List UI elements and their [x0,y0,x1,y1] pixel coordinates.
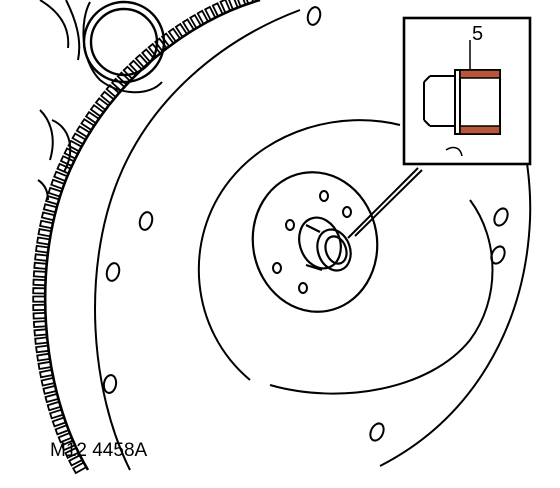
gear-tooth [174,22,188,38]
inset-bush-top [459,69,501,79]
gear-tooth [32,287,46,295]
gear-tooth [51,416,67,428]
gear-tooth [89,103,105,118]
bolt-hole [285,219,295,231]
inset-frame [402,16,532,166]
gear-tooth [32,303,46,312]
gear-tooth [33,328,47,337]
gear-tooth [56,162,71,175]
figure-reference-code: M12 4458A [50,440,148,461]
callout-leader [347,167,423,239]
gear-tooth [154,37,168,52]
gear-tooth [59,155,75,167]
drive-plate-mid-ring [197,119,494,395]
bolt-hole [272,262,282,274]
gear-tooth [40,377,55,387]
gear-tooth [141,48,155,63]
gear-tooth [32,295,46,303]
gear-tooth [37,228,52,238]
gear-tooth [33,261,47,270]
gear-tooth [147,42,161,58]
gear-tooth [36,236,50,246]
gear-tooth [67,454,83,467]
gear-tooth [34,253,48,262]
gear-tooth [34,336,48,345]
gear-tooth [189,13,202,29]
gear-tooth [71,132,87,145]
gear-tooth [67,139,83,153]
drive-plate-outer-edge [43,0,261,471]
spigot-bush [298,216,352,272]
gear-tooth [32,278,46,287]
gear-tooth [105,84,120,98]
gear-tooth [40,211,55,222]
gear-tooth [80,117,95,131]
gear-tooth [167,27,181,43]
gear-tooth [34,244,49,254]
ring-gear-teeth [32,0,255,475]
gear-tooth [42,385,57,395]
gear-tooth [42,203,58,214]
gear-tooth [47,186,62,198]
drive-plate-holes [102,6,509,442]
gear-tooth [128,59,143,74]
gear-tooth [71,461,87,475]
gear-tooth [134,53,149,69]
gear-tooth [160,32,175,47]
plate-hole [102,374,118,394]
plate-hole [138,211,154,231]
gear-tooth [48,408,64,420]
gear-tooth [99,90,115,105]
gear-tooth [44,393,59,404]
gear-tooth [53,170,68,182]
crank-bolt-holes [272,190,352,294]
gear-tooth [36,352,51,362]
gear-tooth [63,147,79,160]
gear-tooth [94,97,110,111]
bolt-hole [298,282,308,294]
callout-number: 5 [472,23,483,45]
gear-tooth [32,312,46,320]
gear-tooth [110,77,126,92]
gear-tooth [32,270,47,278]
gear-tooth [60,439,76,452]
gear-tooth [35,344,49,354]
plate-hole [490,245,506,265]
hub-plate [251,171,379,313]
gear-tooth [84,110,100,124]
inset-bush-bottom [459,125,501,135]
gear-tooth [64,447,79,460]
gear-tooth [211,2,224,17]
gear-tooth [38,369,53,379]
gear-tooth [196,9,209,25]
gear-tooth [39,219,54,230]
plate-hole [493,207,509,227]
gear-tooth [181,18,195,33]
gear-tooth [50,178,65,190]
bolt-hole [319,190,329,202]
plate-hole [306,6,322,26]
detail-inset: 5 [402,16,532,166]
gear-tooth [32,320,47,328]
gear-tooth [57,432,73,444]
plate-hole [105,262,121,282]
gear-tooth [122,65,137,80]
gear-tooth [46,400,61,412]
engine-block-outline [37,0,163,201]
gear-tooth [237,0,247,7]
gear-tooth [37,360,52,371]
gear-tooth [219,0,231,14]
drive-plate-inner-edge [94,9,301,471]
plate-hole [369,422,385,442]
gear-tooth [75,125,91,138]
gear-tooth [116,71,131,86]
gear-tooth [203,5,217,21]
bolt-hole [342,206,352,218]
gear-tooth [54,424,70,436]
gear-tooth [228,0,239,10]
gear-tooth [44,194,60,206]
